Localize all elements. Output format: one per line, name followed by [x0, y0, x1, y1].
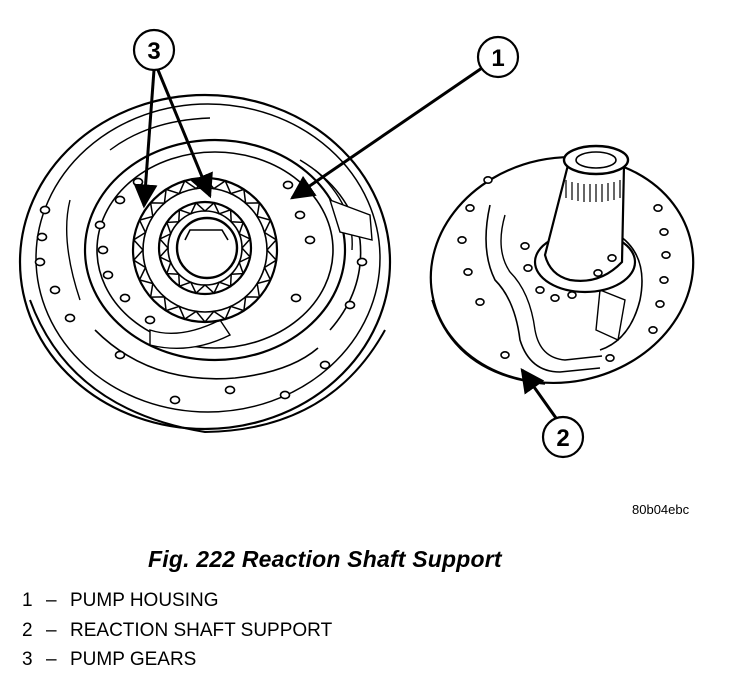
bolt-hole	[304, 235, 316, 245]
figure-caption: Fig. 222 Reaction Shaft Support	[148, 546, 502, 572]
legend-item: 2–REACTION SHAFT SUPPORT	[22, 616, 332, 646]
bolt-hole	[593, 268, 603, 277]
bolt-hole	[49, 285, 61, 295]
bolt-hole	[500, 350, 510, 359]
callout-3-number: 3	[147, 38, 160, 65]
legend-dash: –	[46, 619, 57, 641]
bolt-hole	[224, 385, 236, 395]
legend-number: 1	[22, 590, 33, 611]
callout-3: 3	[132, 28, 176, 72]
legend-label: PUMP GEARS	[70, 649, 197, 670]
callout-2-number: 2	[556, 425, 569, 452]
bolt-hole	[94, 220, 106, 230]
callout-1-number: 1	[491, 45, 504, 72]
image-reference-code: 80b04ebc	[632, 502, 690, 517]
bolt-hole	[463, 267, 473, 276]
reaction-support-bolt-holes	[457, 176, 671, 362]
callout-leaders	[133, 66, 558, 419]
bolt-hole	[659, 228, 669, 237]
bolt-hole	[102, 270, 114, 280]
legend-label: REACTION SHAFT SUPPORT	[70, 619, 333, 641]
bolt-hole	[607, 254, 617, 263]
bolt-hole	[550, 293, 560, 302]
bolt-hole	[282, 180, 294, 190]
bolt-hole	[356, 257, 368, 267]
legend-number: 3	[22, 649, 33, 670]
bolt-hole	[465, 204, 475, 213]
bolt-hole	[319, 360, 331, 370]
bolt-hole	[655, 299, 665, 308]
bolt-hole	[520, 242, 530, 251]
bolt-hole	[605, 353, 615, 362]
bolt-hole	[97, 245, 109, 255]
bolt-hole	[36, 232, 48, 242]
legend-label: PUMP HOUSING	[70, 590, 219, 611]
bolt-hole	[567, 290, 577, 299]
legend-dash: –	[46, 649, 57, 670]
bolt-hole	[659, 275, 669, 284]
bolt-hole	[294, 210, 306, 220]
leader-1	[290, 66, 483, 200]
bolt-hole	[475, 297, 485, 306]
bolt-hole	[648, 325, 658, 334]
bolt-hole	[290, 293, 302, 303]
callout-1: 1	[476, 35, 520, 79]
bolt-hole	[114, 195, 126, 205]
bolt-hole	[535, 285, 545, 294]
pump-housing-drawing	[18, 93, 392, 434]
legend-dash: –	[46, 590, 57, 611]
bolt-hole	[39, 205, 51, 215]
pump-gears-drawing	[132, 176, 278, 324]
leader-3b	[156, 69, 213, 199]
bolt-hole	[661, 251, 671, 260]
callout-2: 2	[541, 415, 585, 459]
bolt-hole	[64, 313, 76, 323]
legend-item: 3–PUMP GEARS	[22, 645, 332, 675]
bolt-hole	[119, 293, 131, 303]
exploded-view-illustration: 1 2 3	[18, 28, 695, 459]
reaction-shaft-support-drawing	[429, 144, 695, 385]
bolt-hole	[114, 350, 126, 360]
bolt-hole	[457, 236, 467, 245]
bolt-hole	[144, 315, 156, 325]
parts-legend: 1–PUMP HOUSING 2–REACTION SHAFT SUPPORT …	[22, 586, 332, 675]
bolt-hole	[279, 390, 291, 400]
bolt-hole	[34, 257, 46, 267]
bolt-hole	[344, 300, 356, 310]
legend-number: 2	[22, 619, 33, 641]
bolt-hole	[169, 395, 181, 405]
leader-3a	[133, 69, 158, 209]
bolt-hole	[483, 176, 493, 185]
leader-2	[520, 368, 558, 419]
bolt-hole	[523, 263, 533, 272]
bolt-hole	[132, 177, 144, 187]
bolt-hole	[653, 204, 663, 213]
legend-item: 1–PUMP HOUSING	[22, 586, 332, 616]
